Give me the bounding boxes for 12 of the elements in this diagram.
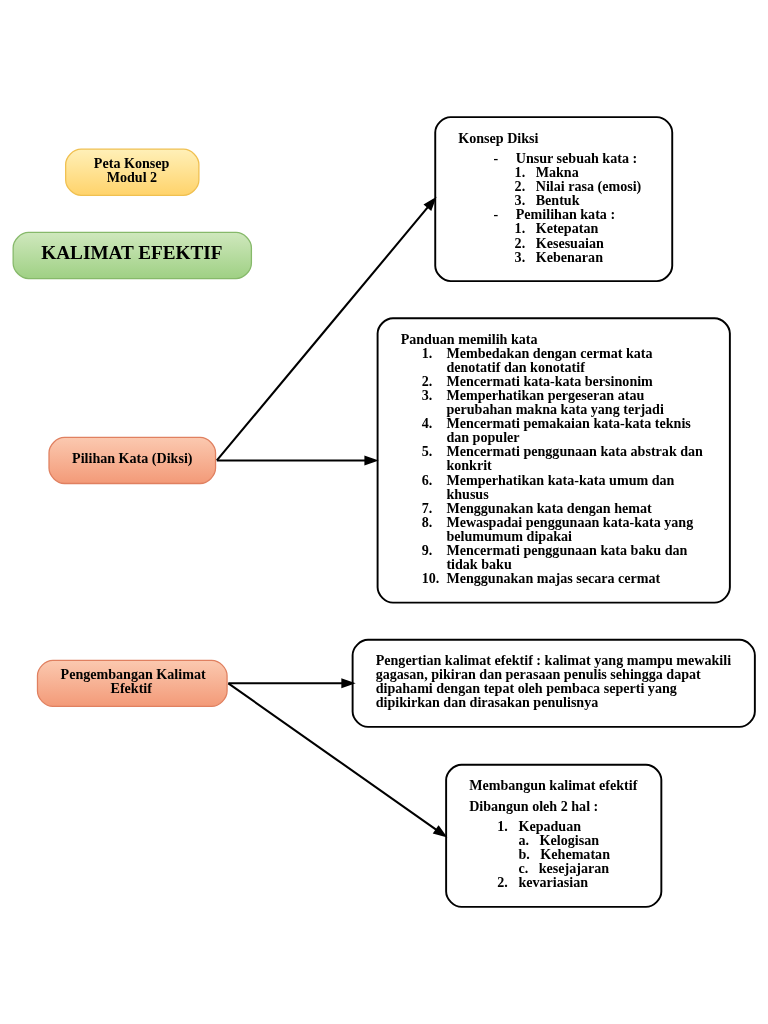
- node-box: Konsep Diksi - Unsur sebuah kata : 1. Makna 2. Nilai rasa (emosi) 3. Bentuk - Pemilihan kata : 1. Ketepatan 2. Kesesuaian 3. Kebenaran: [434, 116, 674, 283]
- arrow: [216, 196, 437, 462]
- node-box: Panduan memilih kata 1. Membedakan dengan cermat kata denotatif dan konotatif 2. Mencermati kata-kata bersinonim 3. Memperhatikan pergeseran atau perubahan makna kata yang terjadi 4. Mencermati pemakaian kata-kata teknis dan populer 5. Mencermati penggunaan kata abstrak dan konkrit 6. Memperhatikan kata-kata umum dan khusus 7. Menggunakan kata dengan hemat 8. Mewaspadai penggunaan kata-kata yang belumumum dipakai 9. Mencermati penggunaan kata baku dan tidak baku 10. Menggunakan majas secara cermat: [376, 317, 731, 604]
- node-box: Pengertian kalimat efektif : kalimat yang mampu mewakili gagasan, pikiran dan perasaan penulis sehingga dapat dipahami dengan tepat oleh pembaca seperti yang dipikirkan dan dirasakan penulisnya: [351, 638, 756, 728]
- node-box: Membangun kalimat efektif Dibangun oleh 2 hal : 1. Kepaduan a. Kelogisan b. Kehematan c. kesejajaran 2. kevariasian: [445, 763, 663, 908]
- node-box: Pilihan Kata (Diksi): [48, 436, 217, 485]
- arrow: [227, 682, 448, 838]
- arrow: [216, 455, 379, 466]
- node-box: Pengembangan Kalimat Efektif: [36, 659, 228, 708]
- node-box: Peta Konsep Modul 2: [65, 148, 200, 196]
- arrow: [228, 678, 356, 689]
- node-box: KALIMAT EFEKTIF: [12, 231, 253, 280]
